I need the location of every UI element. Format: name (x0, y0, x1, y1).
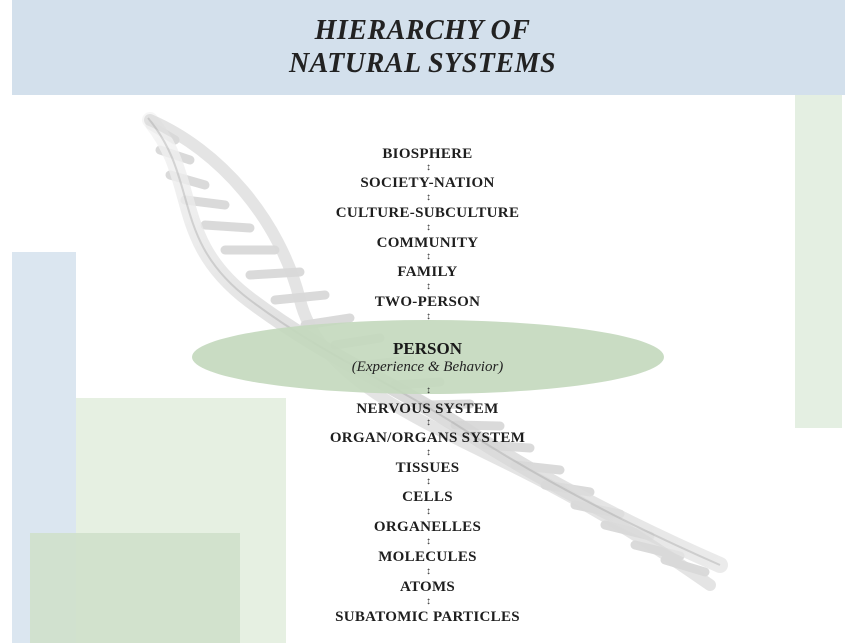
level-two-person: TWO-PERSON (374, 294, 481, 310)
connector-arrow: ↕ (426, 281, 431, 292)
level-subatomic-particles: SUBATOMIC PARTICLES (335, 609, 520, 625)
level-community: COMMUNITY (376, 235, 479, 251)
connector-arrow: ↕ (426, 311, 431, 322)
level-culture-subculture: CULTURE-SUBCULTURE (335, 205, 520, 221)
page-title: HIERARCHY OF NATURAL SYSTEMS (0, 14, 845, 80)
person-subtitle: (Experience & Behavior) (351, 359, 504, 375)
connector-arrow: ↕ (426, 506, 431, 517)
connector-arrow: ↕ (426, 251, 431, 262)
connector-arrow: ↕ (426, 447, 431, 458)
connector-arrow: ↕ (426, 596, 431, 607)
level-molecules: MOLECULES (378, 549, 477, 565)
level-biosphere: BIOSPHERE (382, 146, 473, 162)
connector-arrow: ↕ (426, 566, 431, 577)
title-line-2: NATURAL SYSTEMS (288, 48, 557, 79)
connector-arrow: ↕ (426, 417, 431, 428)
right-green-strip (795, 33, 842, 428)
connector-arrow: ↕ (426, 476, 431, 487)
connector-arrow: ↕ (426, 536, 431, 547)
level-atoms: ATOMS (399, 579, 456, 595)
level-nervous-system: NERVOUS SYSTEM (356, 401, 499, 417)
level-tissues: TISSUES (395, 460, 460, 476)
connector-arrow: ↕ (426, 192, 431, 203)
level-person: PERSON (393, 339, 462, 358)
level-cells: CELLS (402, 489, 453, 505)
connector-arrow: ↕ (426, 385, 431, 396)
title-band (12, 0, 845, 95)
connector-arrow: ↕ (426, 222, 431, 233)
green-square-small (30, 533, 240, 643)
level-family: FAMILY (397, 264, 458, 280)
person-oval (192, 320, 664, 394)
level-society-nation: SOCIETY-NATION (360, 175, 495, 191)
title-line-1: HIERARCHY OF (314, 15, 531, 46)
level-organelles: ORGANELLES (373, 519, 482, 535)
dna-rung (200, 220, 255, 233)
level-organ-system: ORGAN/ORGANS SYSTEM (329, 430, 526, 446)
connector-arrow: ↕ (426, 162, 431, 173)
